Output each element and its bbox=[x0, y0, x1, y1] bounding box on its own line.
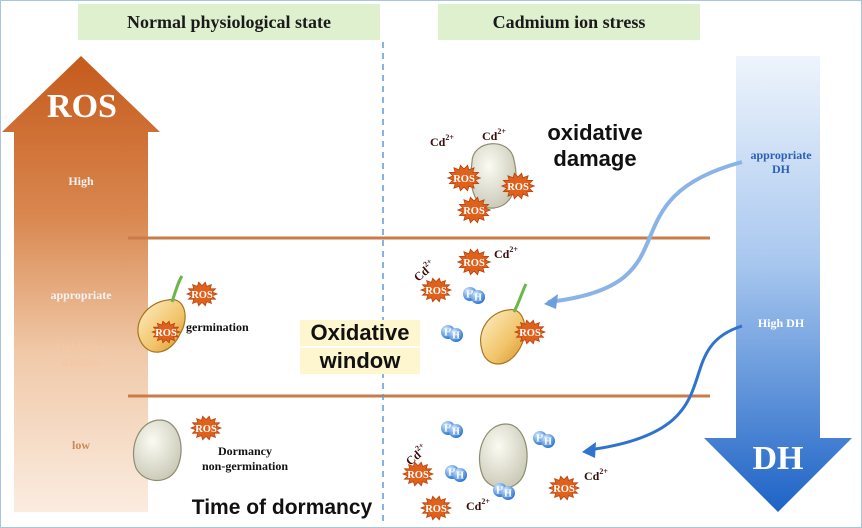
svg-text:H: H bbox=[444, 328, 452, 339]
dh-label-appropriate-2: DH bbox=[772, 162, 790, 176]
dh-label-high: High DH bbox=[757, 316, 805, 330]
ros-label-oxidative: Oxidative bbox=[56, 340, 106, 354]
ros-burst-dormancy-1: ROS bbox=[401, 461, 435, 487]
dh-label-appropriate-1: appropriate bbox=[750, 148, 812, 162]
cd-ion-window-1: Cd2+ bbox=[494, 245, 518, 261]
oxidative-damage-line1: oxidative bbox=[547, 120, 643, 145]
ros-marker-label: ROS bbox=[507, 182, 529, 193]
ros-burst-dormancy: ROS bbox=[189, 415, 223, 441]
ros-burst-damage-2: ROS bbox=[500, 172, 536, 200]
oxidative-window-line1: Oxidative bbox=[300, 320, 420, 346]
ros-burst-dormancy-2: ROS bbox=[419, 495, 453, 521]
ros-marker-label: ROS bbox=[463, 258, 485, 269]
germinating-seed-right bbox=[480, 283, 528, 365]
ros-burst-germination-2: ROS bbox=[151, 320, 181, 344]
cd-ion-dormancy-2: Cd2+ bbox=[466, 497, 490, 513]
ros-marker-label: ROS bbox=[425, 286, 447, 297]
dh-arrow bbox=[704, 56, 852, 512]
ros-marker-label: ROS bbox=[519, 328, 541, 339]
ros-burst-dormancy-3: ROS bbox=[547, 475, 581, 501]
ros-axis-title: ROS bbox=[47, 88, 117, 125]
svg-text:H: H bbox=[466, 290, 474, 301]
germination-label: germination bbox=[186, 320, 249, 334]
cd-ion-damage-1: Cd2+ bbox=[430, 133, 454, 149]
ros-arrow bbox=[2, 56, 160, 512]
appropriate-dh-connector bbox=[547, 160, 743, 304]
oxidative-window-line2: window bbox=[300, 348, 420, 374]
ros-marker-label: ROS bbox=[155, 328, 177, 339]
ros-burst-window-3: ROS bbox=[513, 319, 547, 345]
non-germination-label: non-germination bbox=[201, 459, 288, 473]
svg-text:H: H bbox=[456, 471, 464, 482]
svg-text:H: H bbox=[544, 437, 552, 448]
ros-label-window: window bbox=[60, 356, 101, 370]
ros-marker-label: ROS bbox=[191, 290, 213, 301]
svg-text:H: H bbox=[504, 489, 512, 500]
normal-state-label: Normal physiological state bbox=[78, 4, 380, 40]
cd-ion-dormancy-3: Cd2+ bbox=[584, 467, 608, 483]
cd-ion-damage-2: Cd2+ bbox=[482, 127, 506, 143]
svg-text:H: H bbox=[496, 486, 504, 497]
svg-text:H: H bbox=[452, 331, 460, 342]
ros-marker-label: ROS bbox=[463, 206, 485, 217]
ros-burst-window-1: ROS bbox=[456, 248, 492, 276]
ros-marker-label: ROS bbox=[407, 470, 429, 481]
ros-label-low: low bbox=[72, 438, 90, 452]
ros-marker-label: ROS bbox=[553, 484, 575, 495]
ros-marker-label: ROS bbox=[453, 174, 475, 185]
svg-text:H: H bbox=[452, 427, 460, 438]
svg-text:H: H bbox=[444, 424, 452, 435]
ros-marker-label: ROS bbox=[195, 424, 217, 435]
cadmium-stress-label: Cadmium ion stress bbox=[438, 4, 700, 40]
svg-text:H: H bbox=[474, 293, 482, 304]
oxidative-damage-line2: damage bbox=[553, 146, 637, 171]
dormancy-label: Dormancy bbox=[218, 444, 272, 458]
ros-label-high: High bbox=[68, 174, 94, 188]
ros-label-appropriate: appropriate bbox=[50, 288, 112, 302]
svg-text:H: H bbox=[448, 468, 456, 479]
ros-burst-germination-1: ROS bbox=[185, 281, 219, 307]
high-dh-connector bbox=[587, 324, 743, 452]
ros-marker-label: ROS bbox=[425, 504, 447, 515]
svg-text:H: H bbox=[536, 434, 544, 445]
ros-burst-window-2: ROS bbox=[419, 277, 453, 303]
ros-burst-damage-3: ROS bbox=[456, 196, 492, 224]
time-of-dormancy-label: Time of dormancy bbox=[191, 496, 373, 519]
dh-axis-title: DH bbox=[752, 440, 804, 477]
dormant-seed-left bbox=[132, 419, 182, 481]
ros-burst-damage-1: ROS bbox=[446, 164, 482, 192]
